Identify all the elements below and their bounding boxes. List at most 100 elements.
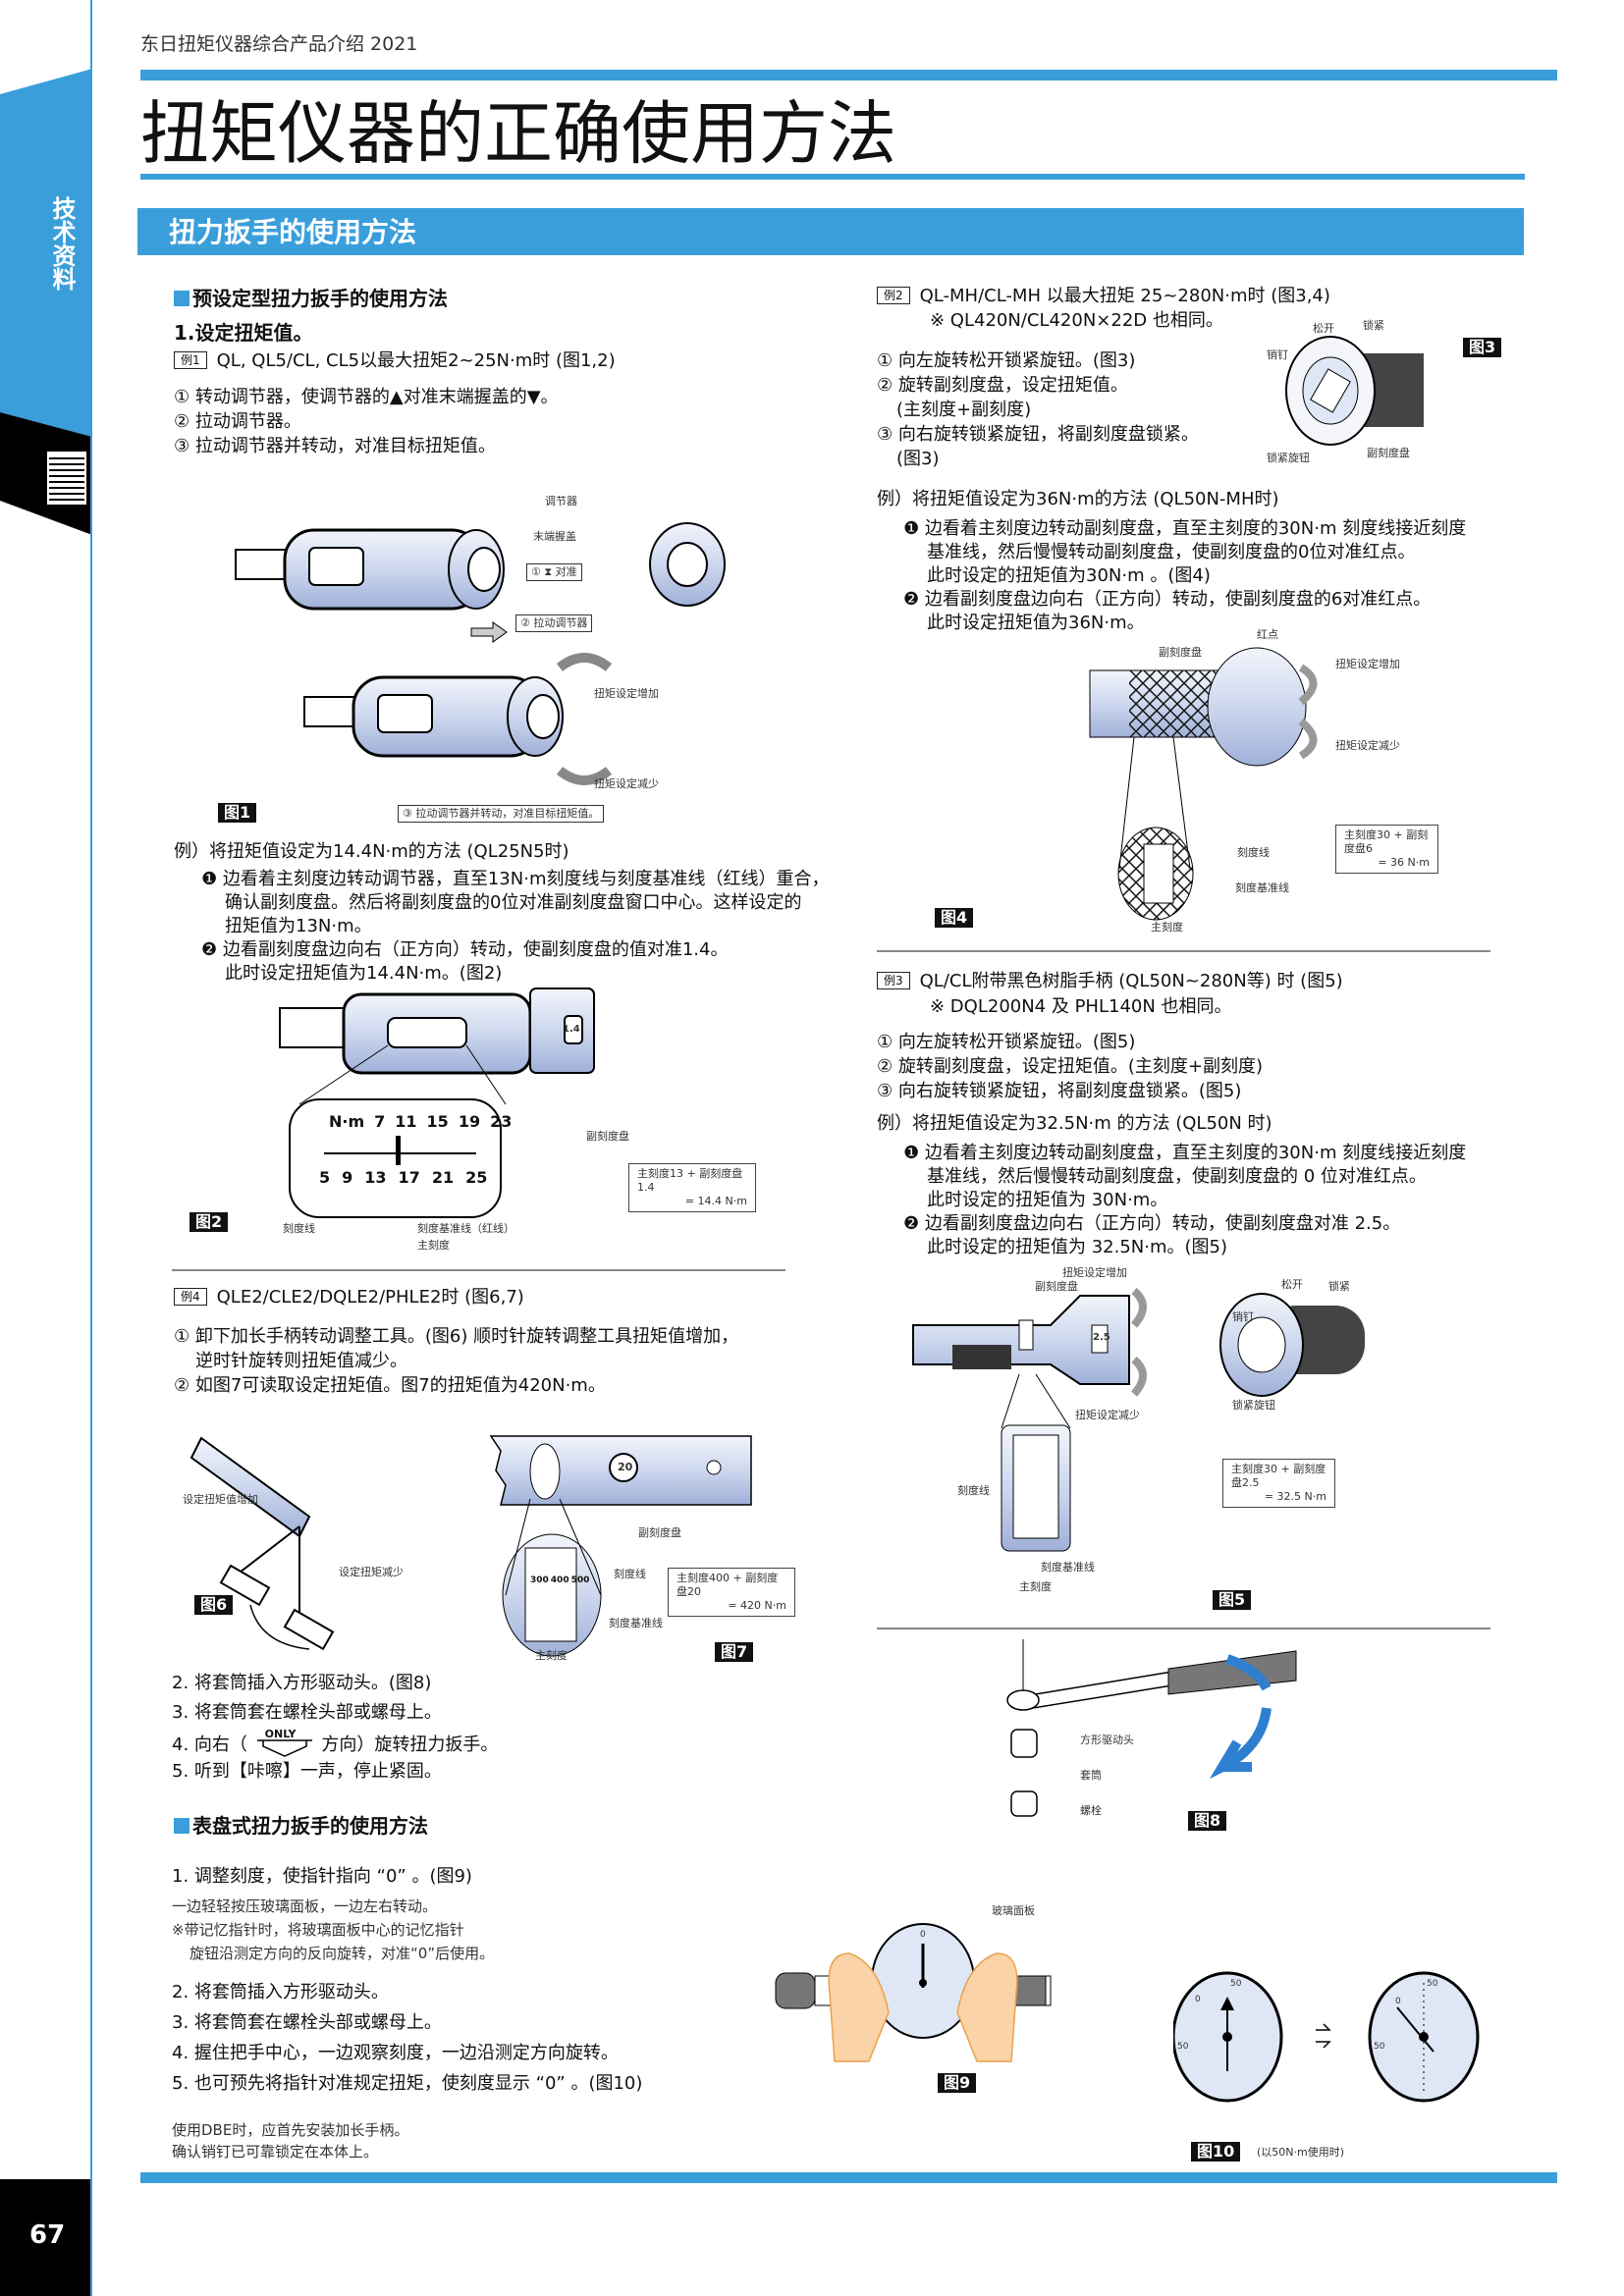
- label-pull-adjuster: ② 拉动调节器: [515, 614, 593, 632]
- example-a-line: 扭矩值为13N·m。: [225, 916, 372, 936]
- example2-note: ※ QL420N/CL420N×22D 也相同。: [930, 310, 1223, 331]
- main-scale-top: N·m 7 11 15 19 23: [329, 1112, 512, 1131]
- figure-5: 扭矩设定增加 副刻度盘 扭矩设定减少 松开 锁紧 销钉 锁紧旋钮 2.5 刻度线…: [893, 1266, 1502, 1620]
- label-increase: 扭矩设定增加: [1335, 658, 1400, 670]
- ex3-step: ③ 向右旋转锁紧旋钮，将副刻度盘锁紧。(图5): [877, 1081, 1242, 1101]
- adjust-tool-illustration: [189, 1436, 335, 1651]
- label-lock-knob: 锁紧旋钮: [1267, 452, 1310, 464]
- title-underline: [140, 174, 1525, 180]
- label-sub-dial: 副刻度盘: [1159, 646, 1202, 659]
- figure-10-tag: 图10: [1191, 2142, 1241, 2162]
- label-decrease: 设定扭矩减少: [339, 1566, 404, 1578]
- step1-title: 1.设定扭矩值。: [174, 321, 313, 345]
- resin-grip-illustration: [912, 1287, 1365, 1552]
- ex4-line: ① 卸下加长手柄转动调整工具。(图6) 顺时针旋转调整工具扭矩值增加，: [174, 1326, 739, 1347]
- label-reference-line: 刻度基准线: [1041, 1561, 1095, 1574]
- label-socket: 套筒: [1080, 1769, 1102, 1782]
- label-reference-line: 刻度基准线: [609, 1617, 663, 1629]
- calc-line: 主刻度30 + 副刻度盘6: [1344, 828, 1429, 855]
- label-red-dot: 红点: [1257, 628, 1278, 641]
- example-b-line: 此时设定的扭矩值为30N·m 。(图4): [927, 565, 1211, 586]
- sub-dial-value: 1.4: [563, 1024, 580, 1035]
- label-decrease: 扭矩设定减少: [1335, 739, 1400, 752]
- label-decrease: 扭矩设定减少: [594, 777, 659, 790]
- label-scale-line: 刻度线: [614, 1568, 646, 1580]
- example-a-line: 确认副刻度盘。然后将副刻度盘的0位对准副刻度盘窗口中心。这样设定的: [225, 892, 802, 913]
- ex1-step: ① 转动调节器，使调节器的▲对准末端握盖的▼。: [174, 387, 559, 407]
- label-sub-dial: 副刻度盘: [638, 1526, 681, 1539]
- dial-mark: 50: [1374, 2042, 1385, 2052]
- figure-7-tag: 图7: [715, 1642, 754, 1662]
- calc-result: = 32.5 N·m: [1264, 1490, 1326, 1503]
- example-c-line: ❶ 边看着主刻度边转动副刻度盘，直至主刻度的30N·m 刻度线接近刻度: [903, 1143, 1467, 1163]
- sub-dial-value: 20: [618, 1461, 633, 1473]
- dial-step-1: 1. 调整刻度，使指针指向 “0” 。(图9): [172, 1866, 472, 1887]
- subsection-dial-title: 表盘式扭力扳手的使用方法: [192, 1814, 428, 1838]
- page-number: 67: [29, 2220, 66, 2250]
- divider: [172, 1269, 785, 1271]
- label-pin: 销钉: [1232, 1310, 1254, 1323]
- header-bar: [140, 70, 1557, 80]
- dial-comparison-illustration: [1173, 1971, 1480, 2103]
- step-5: 5. 听到【咔嚓】一声，停止紧固。: [172, 1761, 442, 1782]
- figure-10-note: (以50N·m使用时): [1257, 2146, 1345, 2159]
- dial-mark: 0: [1395, 1997, 1401, 2006]
- figure-6-tag: 图6: [194, 1595, 234, 1615]
- label-scale-line: 刻度线: [1237, 846, 1270, 859]
- step-3: 3. 将套筒套在螺栓头部或螺母上。: [172, 1702, 442, 1723]
- label-main-scale: 主刻度: [1019, 1580, 1052, 1593]
- label-main-scale: 主刻度: [1151, 921, 1183, 934]
- blue-square-icon: [174, 1818, 189, 1834]
- page-title: 扭矩仪器的正确使用方法: [140, 93, 896, 174]
- label-reference-line: 刻度基准线: [1235, 881, 1289, 894]
- dial-mark: 50: [1230, 1979, 1242, 1989]
- scale-tick: 9: [342, 1168, 353, 1187]
- calc-line: 主刻度30 + 副刻度盘2.5: [1231, 1463, 1326, 1489]
- label-glass-panel: 玻璃面板: [992, 1904, 1035, 1917]
- scale-illustration: [279, 988, 595, 1218]
- subsection-dial: 表盘式扭力扳手的使用方法: [174, 1814, 428, 1838]
- figure-9: 0 玻璃面板 图9: [771, 1904, 1075, 2101]
- example-tag: 例3: [877, 972, 910, 989]
- book-icon: [47, 452, 86, 505]
- dial-mark: 50: [1177, 2042, 1189, 2052]
- label-pin: 销钉: [1267, 348, 1288, 361]
- calc-box: 主刻度30 + 副刻度盘6= 36 N·m: [1335, 825, 1438, 874]
- scale-tick: 300: [530, 1575, 549, 1585]
- scale-window-illustration: [489, 1435, 752, 1657]
- scale-tick: 500: [570, 1575, 590, 1585]
- example4-title: QLE2/CLE2/DQLE2/PHLE2时 (图6,7): [216, 1287, 524, 1308]
- figure-8-tag: 图8: [1188, 1811, 1227, 1831]
- dial-step: 3. 将套筒套在螺栓头部或螺母上。: [172, 2012, 442, 2033]
- calc-line: 主刻度400 + 副刻度盘20: [677, 1572, 779, 1598]
- label-scale-line: 刻度线: [283, 1222, 315, 1235]
- figure-4: 红点 副刻度盘 扭矩设定增加 扭矩设定减少 刻度线 刻度基准线 主刻度 主刻度3…: [923, 628, 1512, 942]
- example2-title: QL-MH/CL-MH 以最大扭矩 25~280N·m时 (图3,4): [919, 286, 1330, 306]
- ex3-step: ② 旋转副刻度盘，设定扭矩值。(主刻度+副刻度): [877, 1056, 1263, 1077]
- step-4: 4. 向右（ ONLY 方向）旋转扭力扳手。: [172, 1728, 498, 1757]
- calc-line: 主刻度13 + 副刻度盘1.4: [637, 1167, 743, 1194]
- divider: [877, 950, 1490, 952]
- example-tag: 例2: [877, 287, 910, 304]
- side-tab-label: 技术资料: [48, 196, 76, 291]
- example-a-line: ❷ 边看副刻度盘边向右（正方向）转动，使副刻度盘的值对准1.4。: [201, 939, 729, 960]
- dial-mark: 50: [1427, 1979, 1438, 1989]
- example-a-line: 此时设定扭矩值为14.4N·m。(图2): [225, 963, 503, 984]
- footer-bar: [140, 2172, 1557, 2183]
- label-decrease: 扭矩设定减少: [1075, 1409, 1140, 1421]
- label-scale-line: 刻度线: [957, 1484, 990, 1497]
- ex2-step: (主刻度+副刻度): [896, 400, 1032, 420]
- figure-2-tag: 图2: [189, 1212, 229, 1232]
- scale-unit: N·m: [329, 1112, 365, 1131]
- label-end-cap: 末端握盖: [533, 530, 576, 543]
- example3-note: ※ DQL200N4 及 PHL140N 也相同。: [930, 996, 1232, 1017]
- example-b-title: 例）将扭矩值设定为36N·m的方法 (QL50N-MH时): [877, 489, 1279, 509]
- socket-wrench-illustration: [1006, 1639, 1297, 1817]
- subsection-preset: 预设定型扭力扳手的使用方法: [174, 287, 448, 310]
- label-sub-dial: 副刻度盘: [586, 1130, 629, 1143]
- label-square-drive: 方形驱动头: [1080, 1734, 1134, 1746]
